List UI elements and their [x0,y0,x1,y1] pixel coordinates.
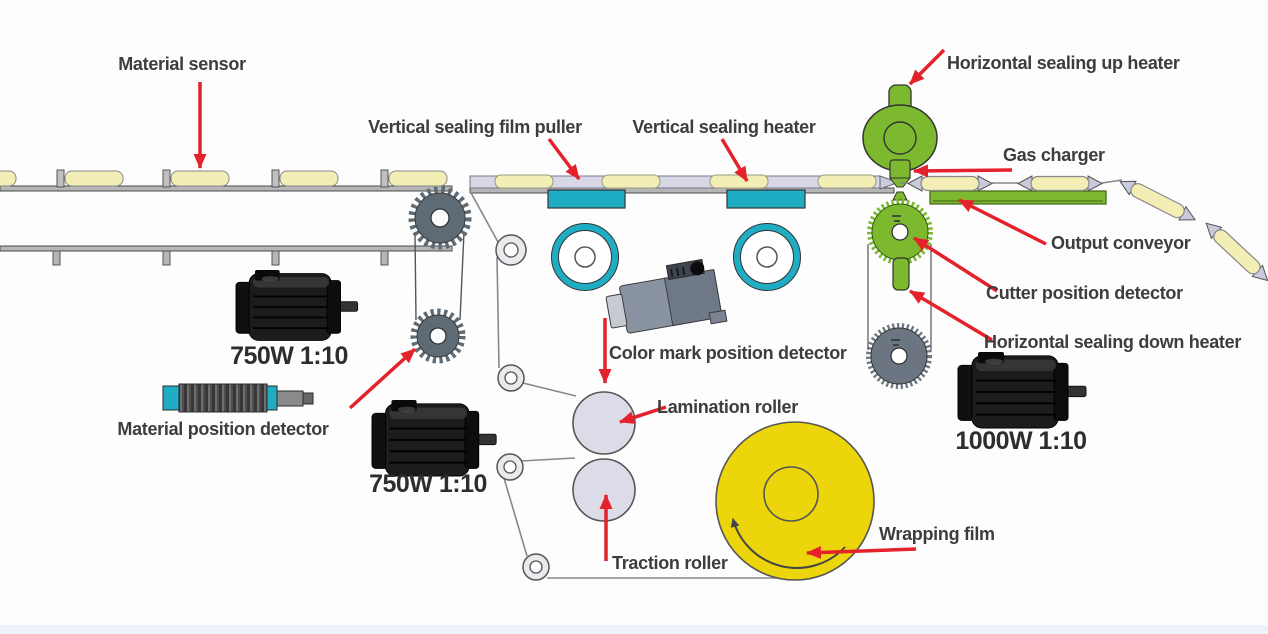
footer-band [0,625,1268,634]
drive-sprocket-upper [408,186,472,250]
vertical-sealing-heater-block [726,189,806,209]
label-wrapping-film: Wrapping film [879,524,995,544]
drive-belt-right [459,231,465,321]
drive-belt-left [414,231,417,321]
arrow-vertical-sealing-heater [720,138,749,182]
arrow-horizontal-sealing-up-heater [908,48,946,86]
label-motor-left: 750W 1:10 [230,342,348,370]
arrow-wrapping-film [806,545,917,559]
motor-middle [371,399,498,477]
vertical-sealing-film-puller-block [547,189,626,209]
arrow-cutter-position-detector [913,236,998,293]
label-material-sensor: Material sensor [118,54,246,74]
down-heater-stem [892,257,910,291]
output-conveyor-belt [929,190,1107,205]
deck-rail [469,187,895,194]
traction-roller [572,458,636,522]
arrow-gas-charger [913,164,1013,178]
label-output-conveyor: Output conveyor [1051,233,1191,253]
arrow-lamination-roller [619,405,667,424]
film-path [469,190,793,579]
label-horizontal-sealing-up-heater: Horizontal sealing up heater [947,53,1180,73]
horizontal-sealing-assembly [862,84,938,389]
lamination-roller [572,391,636,455]
label-gas-charger: Gas charger [1003,145,1105,165]
label-vertical-sealing-heater: Vertical sealing heater [632,117,815,137]
label-color-mark-position-detector: Color mark position detector [609,343,847,363]
drive-sprocket-lower [410,308,466,364]
rotation-arrow [730,518,846,569]
cutter-gear [867,199,933,265]
infeed-top-rail [0,185,453,192]
film-pinch-taper [879,175,900,190]
arrow-horizontal-sealing-down-heater [909,289,993,342]
label-vertical-sealing-film-puller: Vertical sealing film puller [368,117,582,137]
guide-rollers [495,234,550,581]
arrow-vertical-sealing-film-puller [547,137,581,181]
motor-left [235,269,359,342]
sealing-wheel-right [733,223,801,291]
sealing-wheel-left [551,223,619,291]
infeed-return-lugs [52,250,389,266]
output-film-links [899,179,1123,184]
infeed-conveyor [0,169,472,364]
infeed-products [0,169,448,188]
wrapping-film-roll [715,421,875,581]
label-horizontal-sealing-down-heater: Horizontal sealing down heater [984,332,1241,352]
callout-arrows [193,48,1047,561]
color-mark-detector-device [605,258,728,334]
label-cutter-position-detector: Cutter position detector [986,283,1183,303]
label-material-position-detector: Material position detector [117,419,329,439]
motor-right [957,351,1087,429]
arrow-output-conveyor [958,198,1047,246]
arrow-material-position-detector [348,347,417,410]
lower-gear [866,323,932,389]
wrapping-deck [469,174,900,209]
material-position-detector-device [162,383,314,413]
label-motor-middle: 750W 1:10 [369,470,487,498]
label-traction-roller: Traction roller [612,553,728,573]
label-lamination-roller: Lamination roller [657,397,798,417]
infeed-bottom-rail [0,245,453,252]
label-motor-right: 1000W 1:10 [955,427,1086,455]
